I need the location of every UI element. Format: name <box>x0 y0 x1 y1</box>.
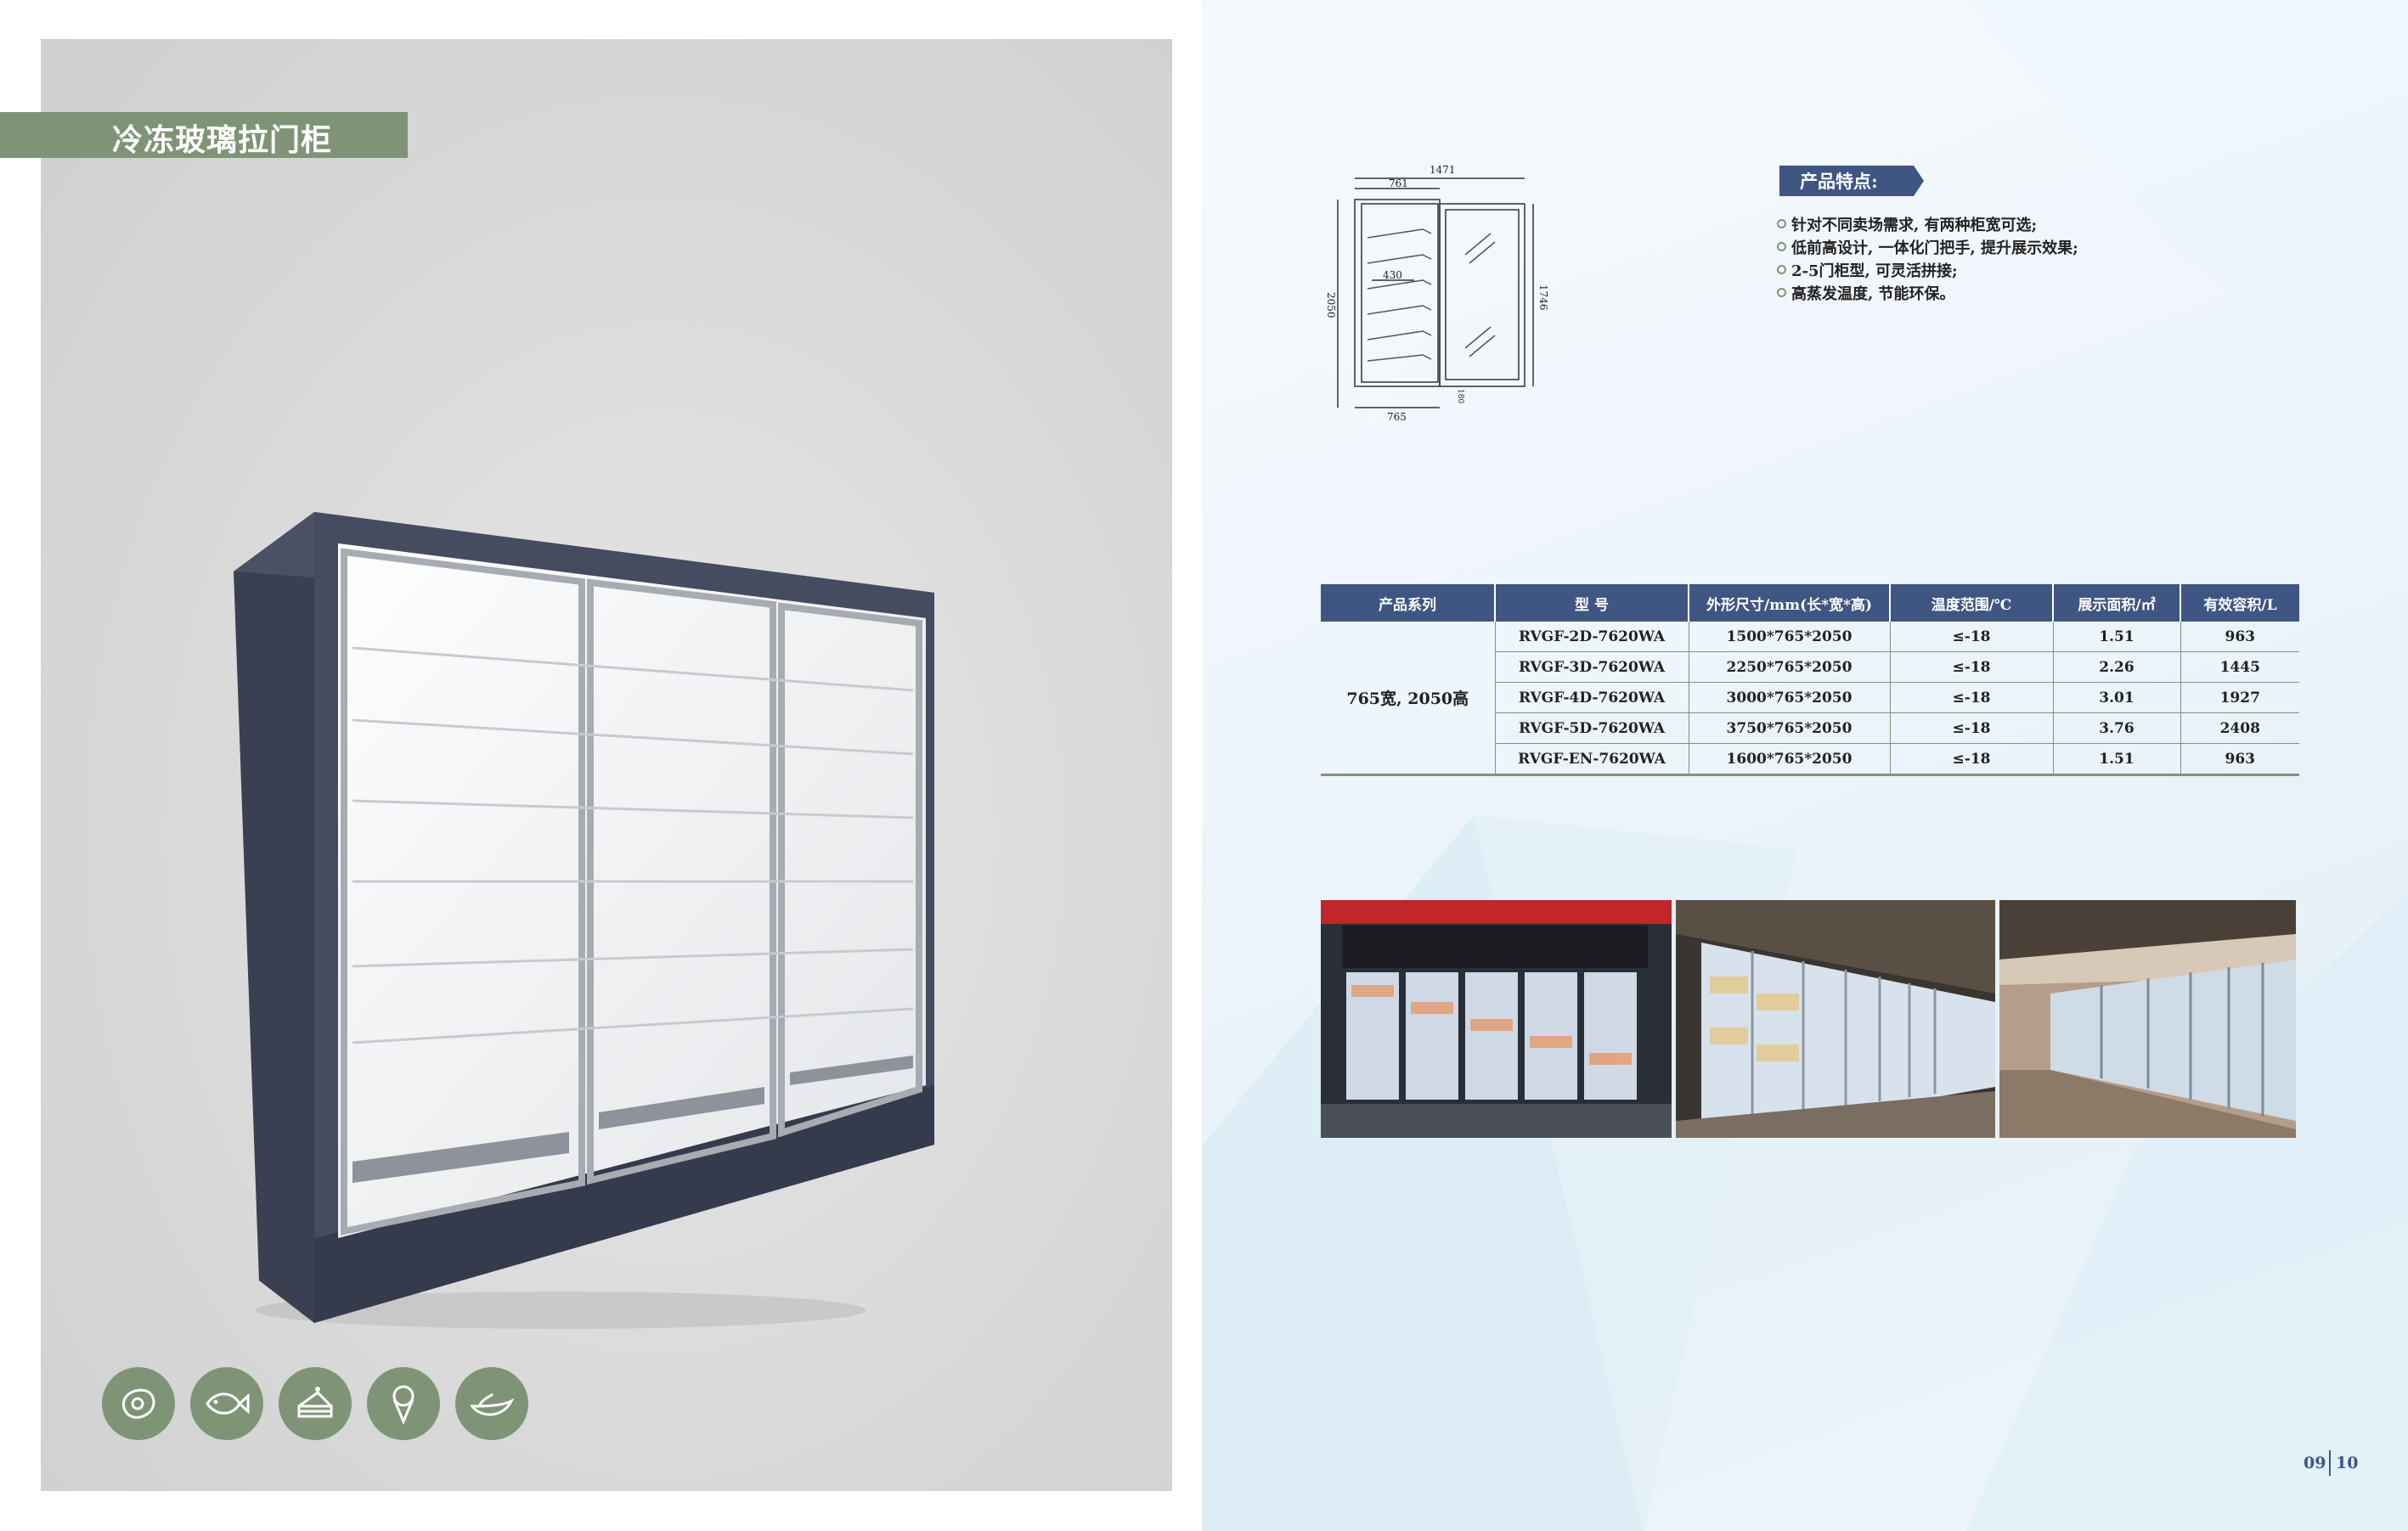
store-photo-3 <box>1999 900 2296 1138</box>
table-row: RVGF-EN-7620WA 1600*765*2050 ≤-18 1.51 9… <box>1321 743 2299 776</box>
feature-item: 低前高设计, 一体化门把手, 提升展示效果; <box>1777 237 2078 260</box>
area-cell: 2.26 <box>2053 651 2181 683</box>
volume-cell: 963 <box>2180 743 2299 776</box>
header-series: 产品系列 <box>1321 584 1496 622</box>
table-header-row: 产品系列 型 号 外形尺寸/mm(长*宽*高) 温度范围/℃ 展示面积/㎡ 有效… <box>1321 584 2299 622</box>
page-title: 冷冻玻璃拉门柜 <box>112 122 333 158</box>
dimension-cell: 3750*765*2050 <box>1689 712 1891 744</box>
header-temperature: 温度范围/℃ <box>1890 584 2054 622</box>
features-list: 针对不同卖场需求, 有两种柜宽可选; 低前高设计, 一体化门把手, 提升展示效果… <box>1777 214 2078 306</box>
feature-item: 针对不同卖场需求, 有两种柜宽可选; <box>1777 214 2078 237</box>
ice-cream-icon <box>367 1367 440 1440</box>
fish-icon <box>190 1367 263 1440</box>
page-number-divider <box>2329 1450 2331 1476</box>
area-cell: 1.51 <box>2053 743 2181 776</box>
store-photo-2 <box>1676 900 1995 1138</box>
header-display-area: 展示面积/㎡ <box>2053 584 2181 622</box>
category-icons <box>102 1367 528 1440</box>
model-cell: RVGF-3D-7620WA <box>1495 651 1689 683</box>
dim-top-width: 761 <box>1389 177 1408 189</box>
dimension-cell: 2250*765*2050 <box>1689 651 1891 683</box>
dim-door-height: 1746 <box>1537 284 1549 311</box>
table-row: RVGF-4D-7620WA 3000*765*2050 ≤-18 3.01 1… <box>1321 682 2299 713</box>
store-photo-1 <box>1321 900 1672 1138</box>
area-cell: 3.76 <box>2053 712 2181 744</box>
meat-icon <box>102 1367 175 1440</box>
dim-bottom-width: 765 <box>1387 411 1407 423</box>
title-band <box>0 112 408 158</box>
volume-cell: 1927 <box>2180 682 2299 713</box>
area-cell: 1.51 <box>2053 622 2181 652</box>
dim-shelf-depth: 430 <box>1383 269 1402 281</box>
dimension-cell: 3000*765*2050 <box>1689 682 1891 713</box>
temperature-cell: ≤-18 <box>1890 743 2054 776</box>
temperature-cell: ≤-18 <box>1890 712 2054 744</box>
cake-icon <box>279 1367 352 1440</box>
temperature-cell: ≤-18 <box>1890 651 2054 683</box>
model-cell: RVGF-5D-7620WA <box>1495 712 1689 744</box>
volume-cell: 1445 <box>2180 651 2299 683</box>
temperature-cell: ≤-18 <box>1890 622 2054 652</box>
volume-cell: 2408 <box>2180 712 2299 744</box>
dim-total-width: 1471 <box>1430 164 1456 176</box>
feature-item: 高蒸发温度, 节能环保。 <box>1777 283 2078 306</box>
spec-table: 产品系列 型 号 外形尺寸/mm(长*宽*高) 温度范围/℃ 展示面积/㎡ 有效… <box>1321 584 2299 776</box>
page-number-left: 09 <box>2304 1454 2326 1472</box>
volume-cell: 963 <box>2180 622 2299 652</box>
area-cell: 3.01 <box>2053 682 2181 713</box>
dimension-cell: 1500*765*2050 <box>1689 622 1891 652</box>
dim-height: 2050 <box>1325 292 1337 318</box>
page-number-right: 10 <box>2336 1454 2359 1472</box>
model-cell: RVGF-4D-7620WA <box>1495 682 1689 713</box>
dimension-drawing: 1471 761 430 2050 1746 765 180 <box>1325 164 1549 423</box>
model-cell: RVGF-EN-7620WA <box>1495 743 1689 776</box>
table-row: RVGF-3D-7620WA 2250*765*2050 ≤-18 2.26 1… <box>1321 651 2299 683</box>
feature-item: 2-5门柜型, 可灵活拼接; <box>1777 260 2078 283</box>
header-model: 型 号 <box>1495 584 1689 622</box>
series-cell: 765宽, 2050高 <box>1321 622 1496 776</box>
dim-base: 180 <box>1456 389 1464 403</box>
header-dimensions: 外形尺寸/mm(长*宽*高) <box>1689 584 1891 622</box>
freezer-cabinet-image <box>234 512 934 1329</box>
features-title: 产品特点: <box>1779 166 1924 196</box>
table-row: 765宽, 2050高 RVGF-2D-7620WA 1500*765*2050… <box>1321 622 2299 776</box>
temperature-cell: ≤-18 <box>1890 682 2054 713</box>
header-volume: 有效容积/L <box>2180 584 2299 622</box>
model-cell: RVGF-2D-7620WA <box>1495 622 1689 652</box>
dimension-cell: 1600*765*2050 <box>1689 743 1891 776</box>
dumpling-icon <box>455 1367 528 1440</box>
table-row: RVGF-5D-7620WA 3750*765*2050 ≤-18 3.76 2… <box>1321 712 2299 744</box>
